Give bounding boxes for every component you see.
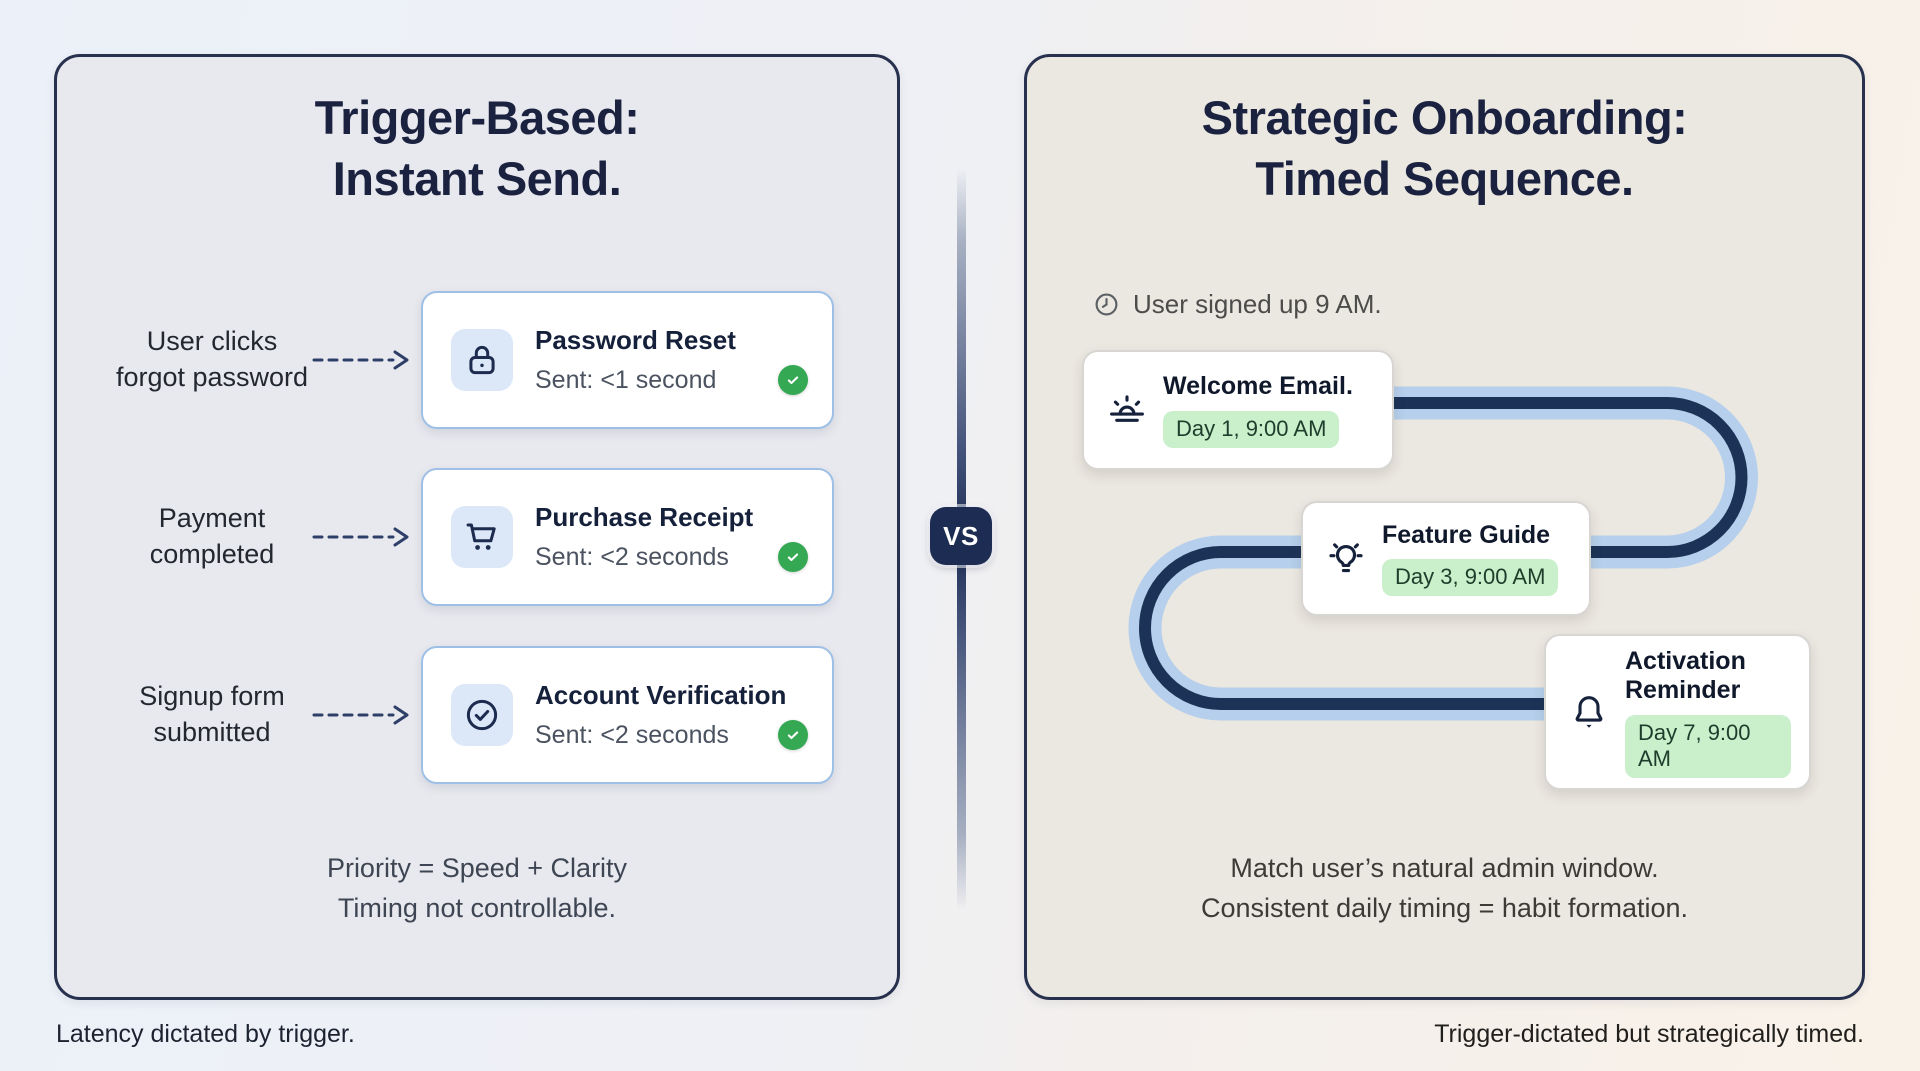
dashed-arrow-icon: [312, 705, 409, 725]
trigger-label-line2: forgot password: [115, 362, 309, 392]
step-icon: [1104, 388, 1150, 432]
trigger-label-line1: Signup form: [139, 681, 285, 712]
right-caption: Trigger-dictated but strategically timed…: [1434, 1020, 1864, 1048]
icon-tile: [451, 506, 513, 568]
step-title: Welcome Email.: [1163, 372, 1353, 401]
lock-icon: [469, 345, 495, 375]
email-card-password-reset: Password Reset Sent: <1 second: [421, 291, 834, 429]
trigger-label-line2: submitted: [153, 717, 271, 747]
step-card-welcome-email: Welcome Email. Day 1, 9:00 AM: [1082, 350, 1394, 470]
dashed-arrow-icon: [312, 527, 409, 547]
email-card-account-verification: Account Verification Sent: <2 seconds: [421, 646, 834, 784]
card-status-row: Sent: <2 seconds: [535, 720, 808, 750]
title-line-2: Instant Send.: [332, 152, 622, 206]
card-status-row: Sent: <2 seconds: [535, 542, 808, 572]
trigger-based-panel: Trigger-Based: Instant Send. User clicks…: [54, 54, 900, 1000]
email-card-purchase-receipt: Purchase Receipt Sent: <2 seconds: [421, 468, 834, 606]
card-status-row: Sent: <1 second: [535, 365, 808, 395]
title-line-1: Trigger-Based:: [314, 91, 640, 144]
title-line-1: Strategic Onboarding:: [1201, 91, 1688, 144]
trigger-label: User clicks forgot password: [95, 291, 329, 429]
step-schedule-badge: Day 1, 9:00 AM: [1163, 410, 1340, 448]
step-schedule-badge: Day 3, 9:00 AM: [1382, 559, 1559, 597]
trigger-row-purchase-receipt: Payment completed Purchase Receipt: [57, 468, 897, 606]
step-title: Feature Guide: [1382, 520, 1551, 549]
step-text: Welcome Email. Day 1, 9:00 AM: [1163, 372, 1353, 448]
step-card-feature-guide: Feature Guide Day 3, 9:00 AM: [1301, 501, 1591, 616]
success-check-icon: [778, 365, 808, 395]
icon-tile: [451, 684, 513, 746]
bell-icon: [1575, 696, 1603, 728]
dashed-arrow-icon: [312, 350, 409, 370]
card-status: Sent: <1 second: [535, 365, 717, 394]
card-text: Account Verification Sent: <2 seconds: [535, 680, 808, 750]
footer-line1: Priority = Speed + Clarity: [326, 853, 628, 883]
sunrise-icon: [1110, 395, 1144, 422]
lightbulb-icon: [1329, 542, 1363, 572]
step-icon: [1323, 537, 1369, 581]
trigger-label: Payment completed: [95, 468, 329, 606]
trigger-label: Signup form submitted: [95, 646, 329, 784]
footer-line2: Timing not controllable.: [337, 892, 617, 923]
step-card-activation-reminder: Activation Reminder Day 7, 9:00 AM: [1544, 634, 1811, 790]
card-status: Sent: <2 seconds: [535, 720, 729, 749]
trigger-label-line1: Payment: [158, 503, 266, 534]
signup-note: User signed up 9 AM.: [1093, 289, 1382, 320]
footer-line1: Match user’s natural admin window.: [1230, 853, 1659, 883]
check-circle-icon: [466, 699, 498, 731]
clock-icon: [1095, 293, 1118, 316]
step-icon: [1566, 690, 1612, 734]
card-title: Account Verification: [535, 680, 787, 710]
trigger-based-title: Trigger-Based: Instant Send.: [57, 87, 897, 209]
step-schedule-badge: Day 7, 9:00 AM: [1625, 714, 1791, 778]
strategic-onboarding-panel: Strategic Onboarding: Timed Sequence. Us…: [1024, 54, 1865, 1000]
success-check-icon: [778, 542, 808, 572]
shopping-cart-icon: [466, 523, 496, 550]
card-text: Password Reset Sent: <1 second: [535, 325, 808, 395]
title-line-2: Timed Sequence.: [1255, 152, 1634, 206]
trigger-row-account-verification: Signup form submitted Account Verificati…: [57, 646, 897, 784]
card-title: Purchase Receipt: [535, 502, 754, 532]
step-text: Feature Guide Day 3, 9:00 AM: [1382, 520, 1559, 597]
vs-badge: VS: [930, 507, 992, 565]
card-status: Sent: <2 seconds: [535, 542, 729, 571]
left-caption: Latency dictated by trigger.: [56, 1020, 355, 1048]
step-title: Activation Reminder: [1625, 646, 1746, 705]
trigger-label-line2: completed: [149, 539, 275, 569]
strategic-onboarding-title: Strategic Onboarding: Timed Sequence.: [1027, 87, 1862, 209]
card-title: Password Reset: [535, 325, 736, 355]
strategic-onboarding-footer: Match user’s natural admin window. Consi…: [1027, 849, 1862, 929]
trigger-label-line1: User clicks: [146, 326, 278, 357]
footer-line2: Consistent daily timing = habit formatio…: [1201, 892, 1688, 923]
signup-note-text: User signed up 9 AM.: [1133, 289, 1382, 319]
vs-label: VS: [943, 520, 979, 551]
trigger-based-footer: Priority = Speed + Clarity Timing not co…: [57, 849, 897, 929]
icon-tile: [451, 329, 513, 391]
step-text: Activation Reminder Day 7, 9:00 AM: [1625, 647, 1791, 778]
success-check-icon: [778, 720, 808, 750]
card-text: Purchase Receipt Sent: <2 seconds: [535, 502, 808, 572]
trigger-row-password-reset: User clicks forgot password Password Res…: [57, 291, 897, 429]
